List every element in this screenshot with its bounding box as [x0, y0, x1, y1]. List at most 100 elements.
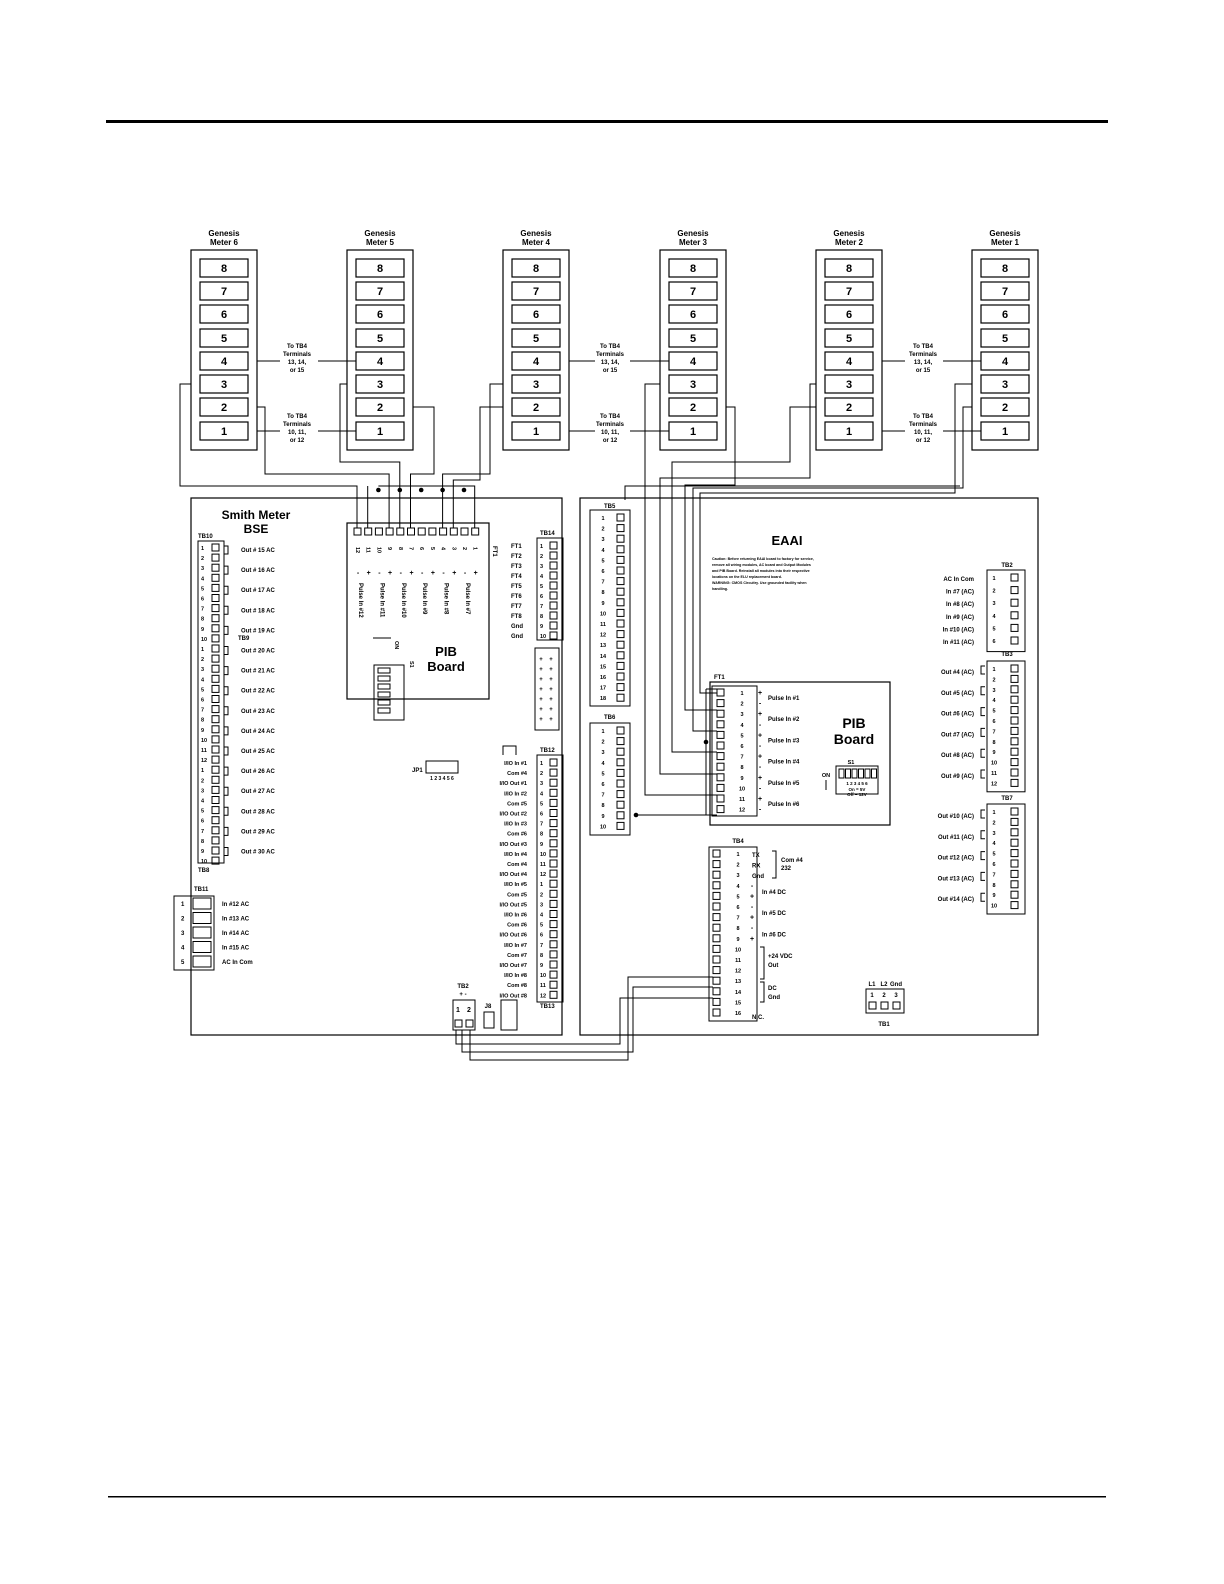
tb1-label: TB1 — [878, 1022, 890, 1028]
wire-tb4-13 — [461, 986, 713, 1053]
terminal-screw — [385, 527, 394, 536]
com-label: Com #4 — [781, 858, 803, 864]
terminal-screw — [716, 762, 725, 771]
eaai-board — [579, 497, 1039, 1036]
meter-terminal-number: 8 — [846, 263, 852, 275]
tb2-label: TB2 — [457, 984, 469, 990]
ft-label: FT1 — [511, 544, 522, 550]
out-bracket — [980, 769, 985, 779]
wire-m3-2 — [684, 406, 736, 711]
meter-5-box — [346, 249, 414, 451]
terminal-number: 12 — [735, 969, 741, 975]
meter-terminal — [511, 328, 561, 348]
meter-4-box — [502, 249, 570, 451]
out-bracket — [980, 830, 985, 840]
terminal-screw — [211, 775, 220, 784]
polarity-sign: + — [388, 570, 392, 577]
dc-input-label: In #4 DC — [762, 890, 787, 896]
terminal-screw — [1010, 890, 1019, 899]
j8-label: J8 — [485, 1004, 492, 1010]
terminal-number: 2 — [992, 820, 995, 826]
terminal-screw — [396, 527, 405, 536]
s1-label: S1 — [408, 661, 414, 668]
polarity-sign: + — [758, 690, 762, 697]
terminal-screw — [549, 758, 558, 767]
meter-terminal — [355, 328, 405, 348]
terminal-number: 2 — [181, 917, 185, 923]
terminal-screw — [1010, 778, 1019, 787]
tb2-left-box — [452, 999, 476, 1031]
meter-terminal-number: 2 — [221, 402, 227, 414]
terminal-screw — [549, 571, 558, 580]
tb7-output-label: Out #11 (AC) — [938, 835, 974, 841]
terminal-number: 1 — [736, 852, 739, 858]
out-bracket — [980, 871, 985, 881]
terminal-number: 4 — [201, 677, 205, 683]
terminal-number: 10 — [600, 824, 606, 830]
terminal-screw — [616, 513, 625, 522]
terminal-number: 1 — [740, 691, 743, 697]
meter-terminal-number: 4 — [221, 356, 228, 368]
io-label: Com #4 — [507, 771, 528, 777]
tb6-strip — [589, 722, 631, 836]
meter-terminal-number: 4 — [846, 356, 853, 368]
terminal-number: 3 — [540, 564, 543, 570]
terminal-screw — [1010, 901, 1019, 910]
wire-m1-2 — [692, 406, 972, 732]
meter-terminal-number: 1 — [377, 426, 383, 438]
wire-m4-2 — [452, 406, 503, 528]
terminal-note: To TB4 — [600, 344, 621, 350]
out-bracket — [224, 646, 229, 655]
eaai-title: EAAI — [771, 533, 802, 548]
terminal-number: 1 — [992, 667, 995, 673]
tb11-input-label: In #13 AC — [222, 917, 250, 923]
switch-digits: 1 2 3 4 5 6 — [846, 781, 868, 786]
terminal-screw — [1010, 685, 1019, 694]
terminal-number: 1 — [201, 647, 204, 653]
ft-label: FT8 — [511, 614, 522, 620]
terminal-screw — [616, 587, 625, 596]
dip-toggle — [864, 768, 871, 779]
terminal-screw — [549, 930, 558, 939]
tb3-output-label: Out #6 (AC) — [941, 712, 974, 718]
terminal-screw — [353, 527, 362, 536]
wire-m5-2 — [410, 406, 435, 528]
meter-terminal — [980, 374, 1030, 394]
terminal-number: 11 — [540, 862, 546, 868]
terminal-screw — [549, 839, 558, 848]
switch-note: On = 5V — [849, 787, 866, 792]
out-bracket — [224, 605, 229, 615]
terminal-number: 5 — [540, 801, 543, 807]
terminal-number: 9 — [540, 624, 543, 630]
polarity-sign: + — [474, 570, 478, 577]
polarity-sign: + — [452, 570, 456, 577]
terminal-screw — [374, 527, 383, 536]
terminal-screw — [616, 640, 625, 649]
terminal-number: 3 — [181, 931, 185, 937]
terminal-number: 6 — [540, 933, 543, 939]
terminal-screw — [616, 608, 625, 617]
terminal-number: 2 — [992, 589, 995, 595]
terminal-screw — [616, 630, 625, 639]
terminal-note: 10, 11, — [601, 430, 619, 436]
terminal-number: 10 — [201, 738, 207, 744]
terminal-number: 1 — [201, 768, 204, 774]
terminal-number: 9 — [736, 937, 739, 943]
terminal-number: 7 — [992, 729, 995, 735]
out-bracket — [980, 707, 985, 717]
meter-terminal-number: 3 — [221, 379, 227, 391]
terminal-number: 4 — [736, 884, 740, 890]
meter-title: Meter 5 — [366, 238, 395, 247]
io-label: I/IO In #2 — [504, 791, 527, 797]
dip-toggle — [377, 707, 391, 714]
meter-terminal — [824, 304, 874, 324]
polarity-sign: - — [759, 807, 762, 814]
terminal-number: 7 — [601, 793, 604, 799]
junction-dot — [703, 739, 709, 745]
terminal-screw — [616, 758, 625, 767]
io-label: I/IO Out #2 — [499, 812, 527, 818]
terminal-screw — [549, 940, 558, 949]
meter-title: Genesis — [520, 229, 552, 238]
terminal-number: 1 — [456, 1007, 460, 1014]
wire-common-b — [378, 485, 476, 528]
